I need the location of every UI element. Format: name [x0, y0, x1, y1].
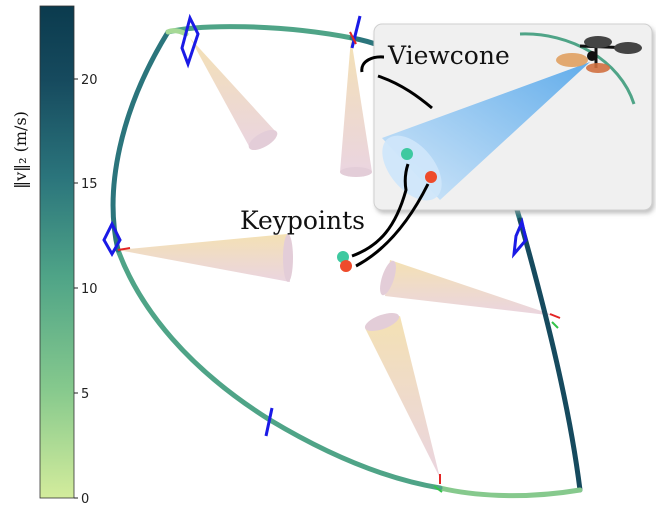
view-cone-top-left: [190, 38, 278, 151]
keypoints-label: Keypoints: [240, 206, 365, 235]
viewcone-label: Viewcone: [387, 41, 510, 70]
colorbar-tick-5: 5: [81, 387, 89, 402]
camera-marker-icon: [264, 407, 274, 437]
colorbar-tick-0: 0: [81, 492, 89, 506]
keypoint-red: [340, 260, 352, 272]
camera-marker-icon: [511, 217, 528, 259]
colorbar: 0 5 10 15 20 ‖v‖₂ (m/s): [11, 5, 98, 506]
inset-keypoint-red: [425, 171, 437, 183]
camera-marker-icon: [180, 13, 200, 69]
colorbar-ticks: [74, 78, 78, 499]
camera-marker-icon: [102, 220, 122, 258]
view-cone-bottom: [364, 312, 440, 478]
colorbar-gradient: [39, 5, 75, 499]
viewcone-callout: Viewcone: [360, 36, 522, 110]
keypoints: [337, 251, 352, 272]
keypoints-leader-line: [351, 163, 430, 268]
colorbar-tick-10: 10: [81, 282, 98, 297]
camera-axes: [117, 31, 561, 493]
view-cone-right: [380, 260, 556, 316]
camera-markers: [102, 13, 528, 437]
inset-keypoint-teal: [401, 148, 413, 160]
view-cones: [118, 38, 556, 478]
colorbar-label: ‖v‖₂ (m/s): [11, 111, 30, 189]
drone-icon: [556, 36, 642, 73]
colorbar-tick-20: 20: [81, 73, 98, 88]
keypoints-callout: Keypoints: [240, 163, 430, 268]
colorbar-tick-15: 15: [81, 177, 98, 192]
camera-marker-icon: [350, 15, 362, 49]
view-cone-left: [118, 234, 293, 282]
view-cone-top-center: [340, 38, 372, 177]
viewcone-inset: [373, 23, 653, 211]
